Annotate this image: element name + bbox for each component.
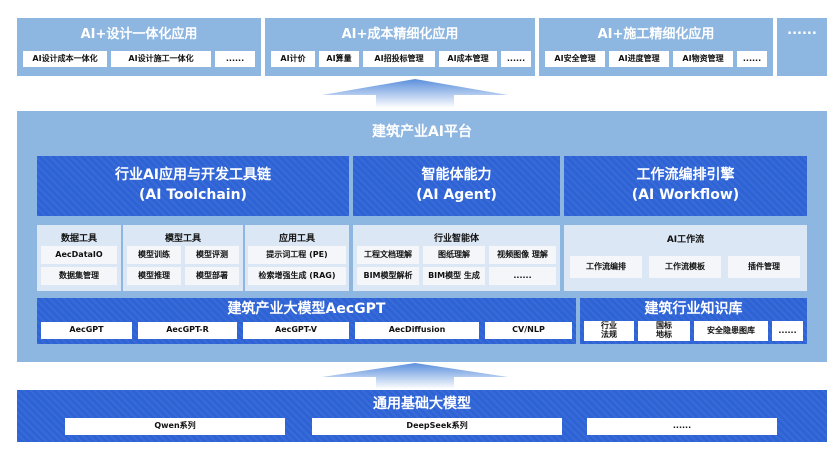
base-model-title: 通用基础大模型 (373, 396, 471, 412)
chip-design-cost: AI设计成本一体化 (23, 51, 107, 67)
ai-workflow-panel: AI工作流 工作流编排 工作流模板 插件管理 (564, 225, 807, 291)
ai-workflow-title: AI工作流 (666, 235, 705, 245)
chip-workflow-template: 工作流模板 (649, 256, 721, 278)
chip-ai-material: AI物资管理 (673, 51, 733, 67)
chip-ai-pricing: AI计价 (271, 51, 315, 67)
top-group-more: ...... (777, 18, 827, 76)
chip-deepseek: DeepSeek系列 (312, 418, 562, 435)
chip-drawing-understanding: 图纸理解 (423, 246, 485, 264)
model-tools-panel: 模型工具 模型训练 模型评测 模型推理 模型部署 (123, 225, 243, 291)
agent-subtitle: (AI Agent) (416, 187, 497, 203)
base-model-bar: 通用基础大模型 Qwen系列 DeepSeek系列 ...... (17, 390, 827, 442)
toolchain-header: 行业AI应用与开发工具链 (AI Toolchain) (37, 156, 349, 216)
chip-ai-bidding: AI招投标管理 (363, 51, 435, 67)
chip-agent-more: ...... (489, 267, 556, 285)
top-group-cost: AI+成本精细化应用 AI计价 AI算量 AI招投标管理 AI成本管理 ....… (265, 18, 535, 76)
chip-model-inference: 模型推理 (127, 267, 181, 285)
agent-title: 智能体能力 (421, 167, 492, 183)
agent-header: 智能体能力 (AI Agent) (353, 156, 560, 216)
chip-aecdiffusion: AecDiffusion (355, 322, 479, 339)
workflow-subtitle: (AI Workflow) (631, 187, 740, 203)
chip-construction-more: ...... (737, 51, 767, 67)
app-tools-panel: 应用工具 提示词工程 (PE) 检索增强生成 (RAG) (245, 225, 349, 291)
chip-hazard-library: 安全隐患图库 (694, 321, 768, 341)
data-tools-panel: 数据工具 AecDataIO 数据集管理 (37, 225, 121, 291)
chip-model-eval: 模型评测 (185, 246, 239, 264)
chip-model-deploy: 模型部署 (185, 267, 239, 285)
platform-title: 建筑产业AI平台 (371, 124, 473, 140)
chip-ai-progress: AI进度管理 (609, 51, 669, 67)
toolchain-title: 行业AI应用与开发工具链 (114, 167, 272, 183)
arrow-up-top (322, 79, 508, 108)
chip-ai-cost: AI成本管理 (439, 51, 497, 67)
chip-prompt-eng: 提示词工程 (PE) (248, 246, 346, 264)
platform: 建筑产业AI平台 行业AI应用与开发工具链 (AI Toolchain) 智能体… (17, 111, 827, 362)
chip-dataset-mgmt: 数据集管理 (41, 267, 117, 285)
top-group-design: AI+设计一体化应用 AI设计成本一体化 AI设计施工一体化 ...... (17, 18, 261, 76)
chip-qwen: Qwen系列 (65, 418, 285, 435)
top-group-cost-title: AI+成本精细化应用 (341, 27, 459, 42)
chip-ai-quantity: AI算量 (319, 51, 359, 67)
chip-aecgpt-r: AecGPT-R (138, 322, 237, 339)
chip-kb-more: ...... (772, 321, 803, 341)
aecgpt-title: 建筑产业大模型AecGPT (227, 301, 386, 317)
toolchain-subtitle: (AI Toolchain) (139, 187, 247, 203)
top-group-construction-title: AI+施工精细化应用 (597, 27, 715, 42)
chip-cv-nlp: CV/NLP (485, 322, 572, 339)
industry-agent-title: 行业智能体 (433, 234, 479, 244)
top-group-more-title: ...... (787, 23, 817, 38)
chip-workflow-compose: 工作流编排 (570, 256, 642, 278)
chip-aecgpt-v: AecGPT-V (243, 322, 349, 339)
chip-plugin-mgmt: 插件管理 (728, 256, 800, 278)
chip-doc-understanding: 工程文档理解 (357, 246, 419, 264)
model-tools-title: 模型工具 (164, 234, 201, 244)
chip-ai-safety: AI安全管理 (545, 51, 605, 67)
arrow-up-bottom (322, 363, 508, 389)
chip-model-training: 模型训练 (127, 246, 181, 264)
industry-agent-panel: 行业智能体 工程文档理解 图纸理解 视频图像 理解 BIM模型解析 BIM模型 … (353, 225, 560, 291)
knowledge-base-panel: 建筑行业知识库 行业 法规 国标 地标 安全隐患图库 ...... (580, 298, 807, 344)
chip-cost-more: ...... (501, 51, 531, 67)
chip-regulations: 行业 法规 (584, 321, 634, 341)
chip-design-more: ...... (215, 51, 255, 67)
workflow-header: 工作流编排引擎 (AI Workflow) (564, 156, 807, 216)
chip-bim-generate: BIM模型 生成 (423, 267, 485, 285)
chip-design-construction: AI设计施工一体化 (111, 51, 211, 67)
chip-base-more: ...... (587, 418, 777, 435)
knowledge-base-title: 建筑行业知识库 (644, 301, 743, 317)
chip-aecgpt: AecGPT (41, 322, 132, 339)
app-tools-title: 应用工具 (278, 234, 315, 244)
top-group-construction: AI+施工精细化应用 AI安全管理 AI进度管理 AI物资管理 ...... (539, 18, 773, 76)
aecgpt-panel: 建筑产业大模型AecGPT AecGPT AecGPT-R AecGPT-V A… (37, 298, 576, 344)
chip-video-understanding: 视频图像 理解 (489, 246, 556, 264)
workflow-title: 工作流编排引擎 (636, 167, 735, 183)
data-tools-title: 数据工具 (60, 234, 97, 244)
chip-standards: 国标 地标 (638, 321, 690, 341)
chip-rag: 检索增强生成 (RAG) (248, 267, 346, 285)
chip-bim-parse: BIM模型解析 (357, 267, 419, 285)
top-group-design-title: AI+设计一体化应用 (80, 27, 198, 42)
chip-aecdataio: AecDataIO (41, 246, 117, 264)
